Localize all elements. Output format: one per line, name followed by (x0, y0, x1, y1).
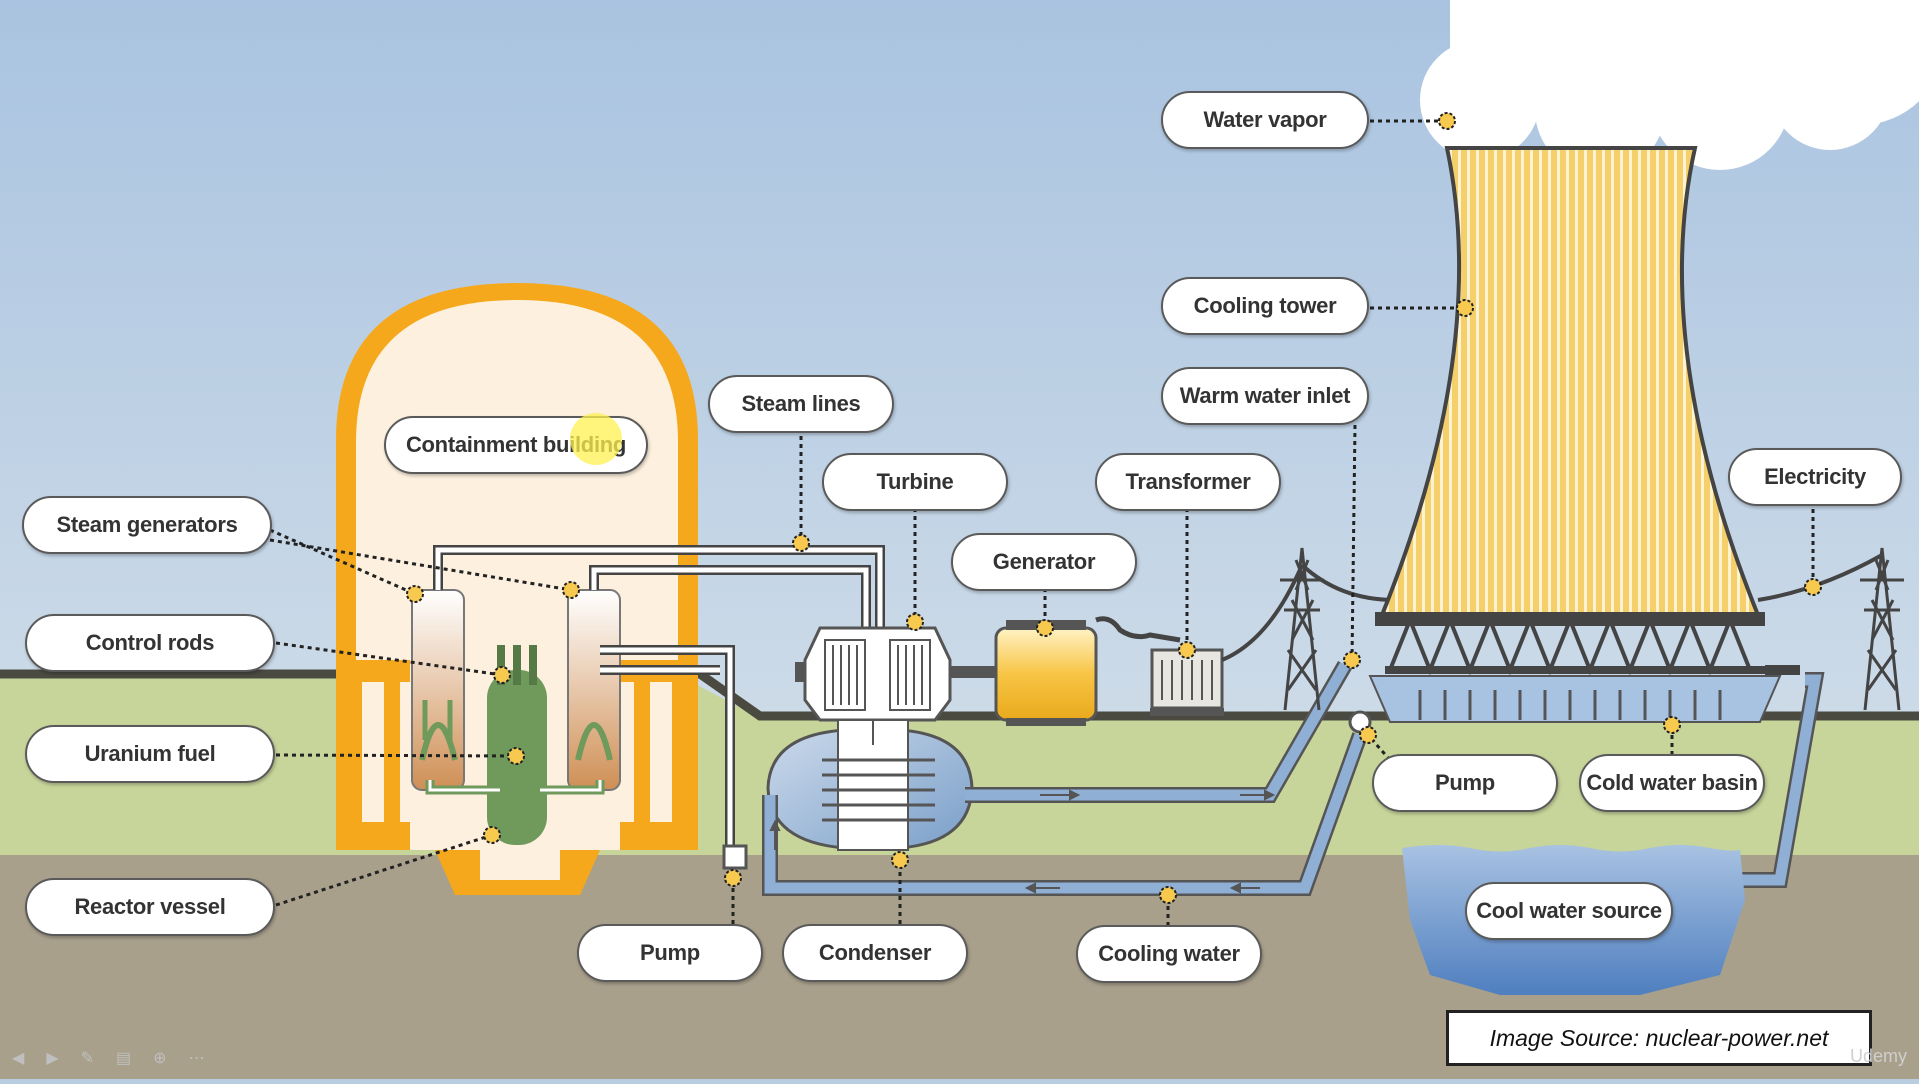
label-warm-water-inlet: Warm water inlet (1161, 367, 1369, 425)
slides-icon[interactable]: ▤ (116, 1050, 132, 1067)
label-cool-water-source: Cool water source (1465, 882, 1673, 940)
label-condenser: Condenser (782, 924, 968, 982)
zoom-icon[interactable]: ⊕ (153, 1050, 167, 1067)
udemy-watermark: Udemy (1849, 1046, 1907, 1066)
label-cooling-tower: Cooling tower (1161, 277, 1369, 335)
label-pump-left: Pump (577, 924, 763, 982)
label-uranium-fuel: Uranium fuel (25, 725, 275, 783)
previous-icon[interactable]: ◀ (12, 1050, 25, 1067)
slide-player-controls: ◀ ▶ ✎ ▤ ⊕ ⋯ (12, 1048, 205, 1068)
label-electricity: Electricity (1728, 448, 1902, 506)
label-cold-water-basin: Cold water basin (1579, 754, 1765, 812)
condenser-shape (766, 718, 974, 851)
pen-icon[interactable]: ✎ (80, 1050, 95, 1067)
label-turbine: Turbine (822, 453, 1008, 511)
pointer-highlight (570, 413, 622, 465)
label-steam-generators: Steam generators (22, 496, 272, 554)
turbine-shape (795, 626, 996, 722)
image-source-caption: Image Source: nuclear-power.net (1446, 1010, 1872, 1066)
flow-arrows (769, 789, 1741, 894)
steam-cloud (1420, 0, 1919, 175)
label-pump-right: Pump (1372, 754, 1558, 812)
next-icon[interactable]: ▶ (46, 1050, 59, 1067)
pylon-right (1860, 547, 1904, 711)
pylon-left (1280, 547, 1324, 711)
cooling-tower-shape (1368, 146, 1800, 723)
label-steam-lines: Steam lines (708, 375, 894, 433)
steam-generator-left (411, 589, 465, 791)
pump-left-shape (722, 844, 748, 870)
label-transformer: Transformer (1095, 453, 1281, 511)
steam-generator-right (567, 589, 621, 791)
label-reactor-vessel: Reactor vessel (25, 878, 275, 936)
transformer-shape (1150, 648, 1224, 716)
callout-dots (406, 112, 1822, 904)
label-water-vapor: Water vapor (1161, 91, 1369, 149)
label-control-rods: Control rods (25, 614, 275, 672)
label-cooling-water: Cooling water (1076, 925, 1262, 983)
more-icon[interactable]: ⋯ (188, 1050, 205, 1067)
label-generator: Generator (951, 533, 1137, 591)
